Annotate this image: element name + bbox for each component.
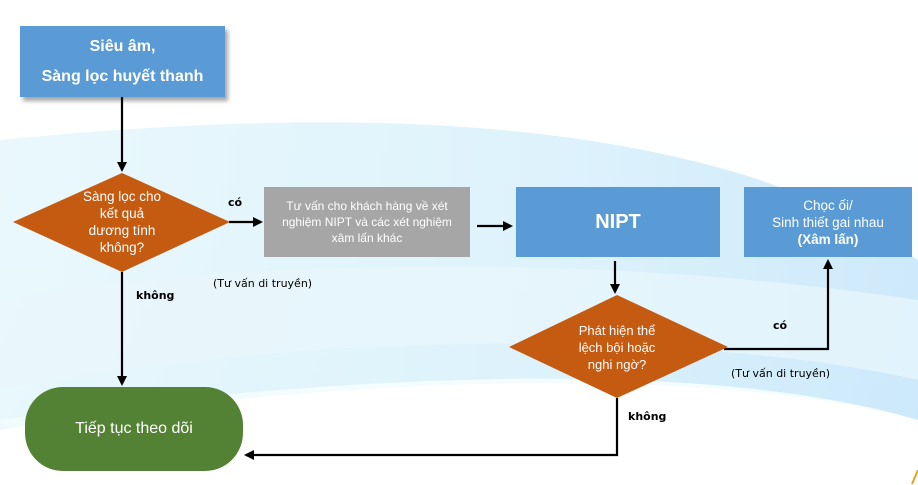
invasive-line1: Chọc ối/ (803, 197, 853, 213)
decision1-line: không? (99, 240, 145, 255)
decision1-no-label: không (136, 289, 175, 302)
follow-up-label: Tiếp tục theo dõi (75, 420, 193, 437)
screening-line2: Sàng lọc huyết thanh (41, 67, 204, 85)
decision2-line: Phát hiện thể (578, 323, 656, 338)
counseling-line: Tư vấn cho khách hàng về xét (286, 199, 448, 213)
decision2-text: Phát hiện thể lệch bội hoặc nghi ngờ? (562, 322, 672, 373)
decision1-text: Sàng lọc cho kết quả dương tính không? (62, 188, 182, 256)
corner-mark (911, 469, 918, 485)
screening-line1: Siêu âm, (89, 37, 156, 55)
decision2-genetic-counseling-note: (Tư vấn di truyền) (731, 367, 831, 380)
nipt-box: NIPT (516, 187, 720, 257)
decision2-yes-label: có (773, 319, 788, 332)
arrow-decision2-yes (724, 259, 833, 351)
decision1-line: Sàng lọc cho (82, 189, 162, 204)
arrow-decision2-no (244, 398, 619, 460)
follow-up-terminal: Tiếp tục theo dõi (25, 387, 243, 471)
counseling-line: nghiệm NIPT và các xét nghiệm (282, 215, 452, 229)
decision2-no-label: không (628, 410, 667, 423)
nipt-label: NIPT (595, 210, 641, 233)
decision1-line: dương tính (88, 223, 156, 238)
decision2-line: lệch bội hoặc (578, 340, 656, 355)
counseling-box: Tư vấn cho khách hàng về xét nghiệm NIPT… (264, 187, 470, 257)
decision1-genetic-counseling-note: (Tư vấn di truyền) (213, 277, 313, 290)
decision2-diamond (509, 295, 728, 398)
screening-box: Siêu âm, Sàng lọc huyết thanh (20, 26, 225, 97)
decision1-yes-label: có (228, 196, 243, 209)
decision1-diamond (13, 173, 230, 272)
invasive-test-box: Chọc ối/ Sinh thiết gai nhau (Xâm lấn) (744, 187, 912, 257)
invasive-line2: Sinh thiết gai nhau (772, 214, 884, 230)
counseling-line: xâm lấn khác (331, 231, 403, 245)
decision2-line: nghi ngờ? (587, 357, 647, 372)
decision1-line: kết quả (99, 206, 145, 221)
invasive-line3: (Xâm lấn) (797, 231, 859, 247)
